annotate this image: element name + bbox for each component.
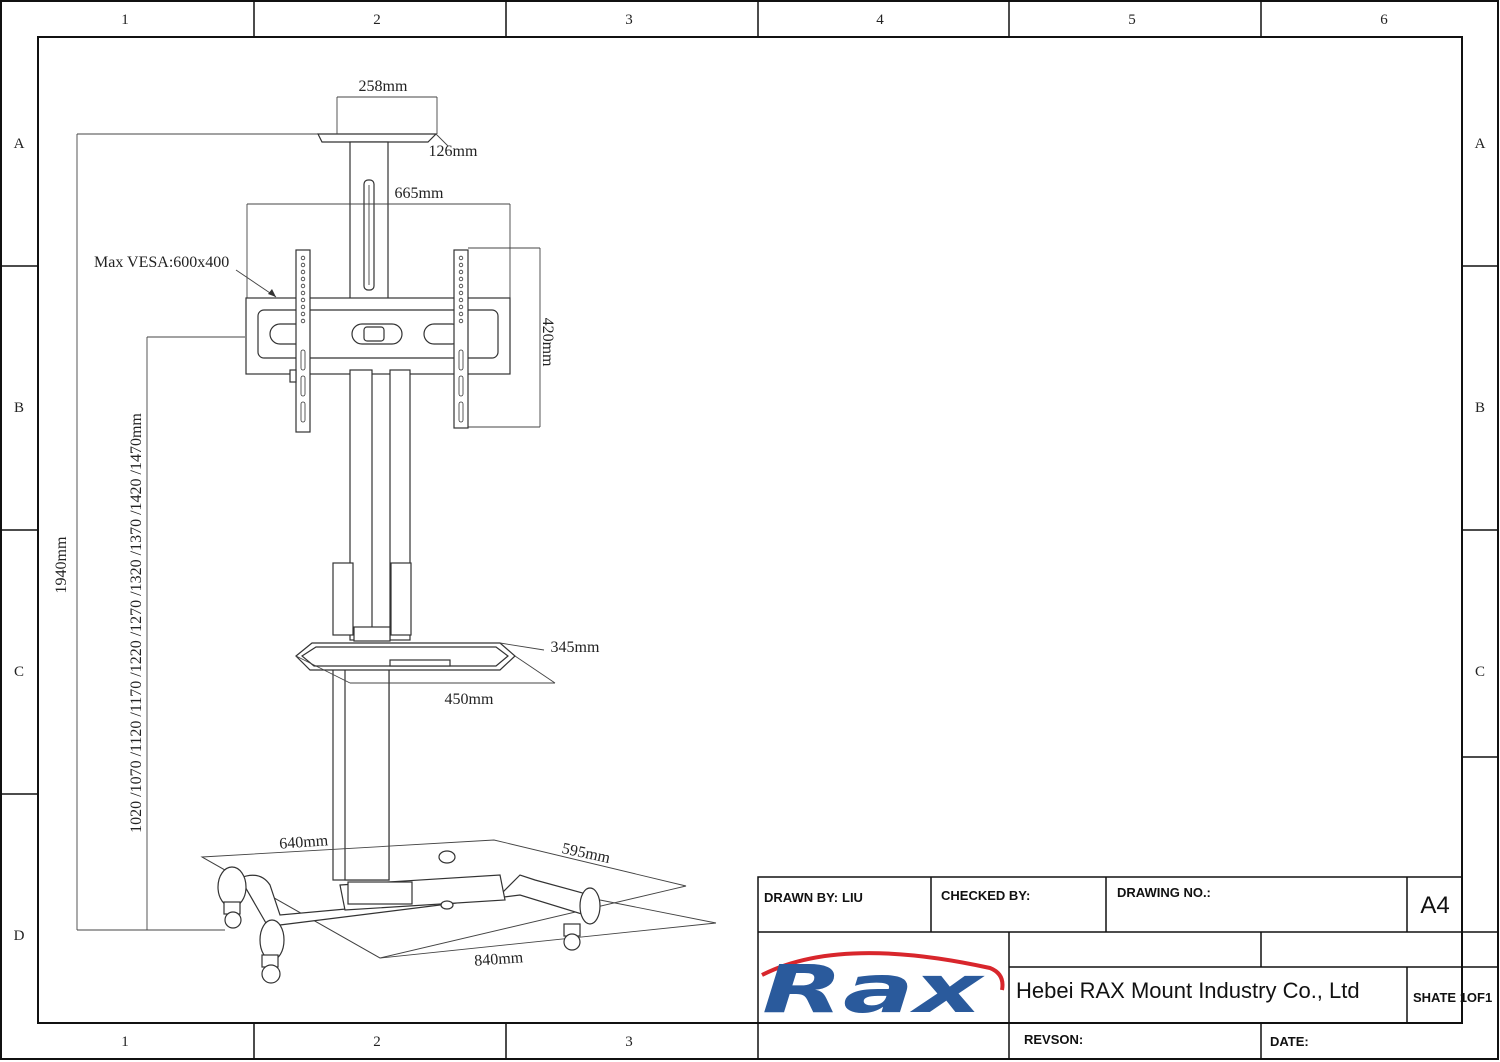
revision-label: REVSON: (1024, 1032, 1083, 1047)
col-label-top-6: 6 (1380, 12, 1388, 28)
caster-right (563, 923, 581, 951)
base (200, 839, 717, 984)
overall-height-dim-lines (76, 133, 320, 931)
col-label-bottom-2: 2 (373, 1034, 381, 1050)
caster-left-back (261, 954, 281, 984)
tv-stand-drawing (76, 96, 717, 984)
drawn-by-value: LIU (842, 890, 863, 905)
sheet-number: SHATE 1OF1 (1413, 990, 1492, 1005)
row-label-left-a: A (14, 136, 25, 152)
caster-left-front (223, 901, 242, 929)
logo-text: Rax (762, 951, 986, 1028)
row-label-right-c: C (1475, 664, 1485, 680)
dim-height-positions: 1020 /1070 /1120 /1170 /1220 /1270 /1320… (128, 413, 145, 833)
vesa-arm-left (289, 249, 311, 433)
title-block (757, 876, 1498, 1059)
lower-column (332, 369, 412, 881)
col-label-top-5: 5 (1128, 12, 1136, 28)
col-label-top-3: 3 (625, 12, 633, 28)
dim-overall-height: 1940mm (53, 536, 70, 593)
dim-shelf-width: 450mm (445, 691, 494, 708)
col-label-bottom-3: 3 (625, 1034, 633, 1050)
dim-top-plate-width: 258mm (359, 78, 408, 95)
col-label-top-1: 1 (121, 12, 129, 28)
dim-base-diagonal: 840mm (474, 949, 525, 969)
dim-shelf-depth: 345mm (551, 639, 600, 656)
drawn-by-label: DRAWN BY: (764, 890, 838, 905)
top-plate (317, 96, 449, 147)
checked-by-label: CHECKED BY: (941, 888, 1030, 903)
dim-bracket-height: 420mm (539, 318, 556, 367)
col-label-top-4: 4 (876, 12, 884, 28)
vesa-arrow (268, 289, 276, 297)
col-label-bottom-1: 1 (121, 1034, 129, 1050)
row-label-left-b: B (14, 400, 24, 416)
dim-base-width: 640mm (279, 832, 330, 852)
row-label-left-c: C (14, 664, 24, 680)
drawing-no-label: DRAWING NO.: (1117, 885, 1211, 900)
dim-base-depth: 595mm (560, 840, 612, 867)
vesa-arm-right (453, 249, 469, 429)
row-label-left-d: D (14, 928, 25, 944)
dim-vesa: Max VESA:600x400 (94, 254, 229, 271)
dim-top-plate-depth: 126mm (429, 143, 478, 160)
shelf (295, 642, 556, 684)
company-name: Hebei RAX Mount Industry Co., Ltd (1016, 978, 1360, 1003)
paper-size: A4 (1420, 892, 1449, 919)
rax-logo: Rax (761, 951, 1005, 1028)
date-label: DATE: (1270, 1034, 1309, 1049)
bracket-height-dim (468, 247, 541, 428)
row-label-right-a: A (1475, 136, 1486, 152)
row-label-right-b: B (1475, 400, 1485, 416)
col-label-top-2: 2 (373, 12, 381, 28)
dim-bracket-width: 665mm (395, 185, 444, 202)
horizontal-bracket (245, 297, 511, 375)
bracket-width-dim (246, 203, 511, 300)
